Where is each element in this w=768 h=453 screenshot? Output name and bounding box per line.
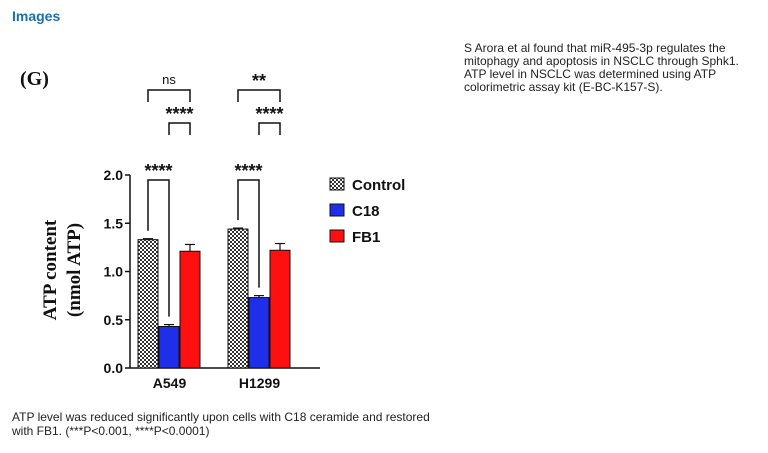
panel-label: (G) (20, 68, 49, 90)
y-tick-label: 1.0 (104, 264, 124, 280)
x-tick-label: A549 (153, 375, 187, 391)
y-axis-label-line1: ATP content (40, 219, 61, 320)
y-axis-label-line2: (nmol ATP) (64, 223, 85, 317)
significance-label: **** (255, 104, 283, 124)
legend-swatch-c18 (329, 203, 345, 217)
bar-c18-h1299 (248, 297, 270, 369)
atp-bar-chart: (G) ATP content (nmol ATP) 0.0 0.5 1.0 1.5 2… (20, 55, 440, 405)
legend-swatch-control (329, 177, 345, 191)
y-tick-label: 1.5 (104, 215, 124, 231)
significance-label: **** (234, 161, 262, 181)
image-description: S Arora et al found that miR-495-3p regu… (464, 41, 739, 94)
bar-c18-a549 (158, 326, 180, 369)
significance-bracket (147, 89, 191, 102)
bar-control-h1299 (227, 228, 249, 369)
significance-label: **** (144, 161, 172, 181)
legend-swatch-fb1 (329, 229, 345, 243)
legend-label-c18: C18 (352, 203, 380, 220)
page-heading: Images (12, 8, 61, 24)
significance-bracket (237, 89, 281, 102)
y-tick-label: 0.5 (104, 312, 124, 328)
significance-label: ns (162, 72, 176, 87)
significance-bracket (258, 122, 281, 135)
significance-label: **** (165, 104, 193, 124)
significance-bracket (147, 179, 170, 317)
significance-label: ** (252, 71, 266, 91)
significance-bracket (168, 122, 191, 135)
bar-fb1-a549 (179, 250, 201, 369)
legend-label-control: Control (352, 177, 405, 194)
y-tick-label: 0.0 (104, 360, 124, 376)
legend-label-fb1: FB1 (352, 229, 380, 246)
bar-fb1-h1299 (269, 249, 291, 369)
bar-control-a549 (137, 239, 159, 369)
significance-bracket (237, 179, 260, 288)
figure-caption: ATP level was reduced significantly upon… (12, 410, 430, 438)
x-tick-label: H1299 (239, 375, 280, 391)
y-tick-label: 2.0 (104, 167, 124, 183)
